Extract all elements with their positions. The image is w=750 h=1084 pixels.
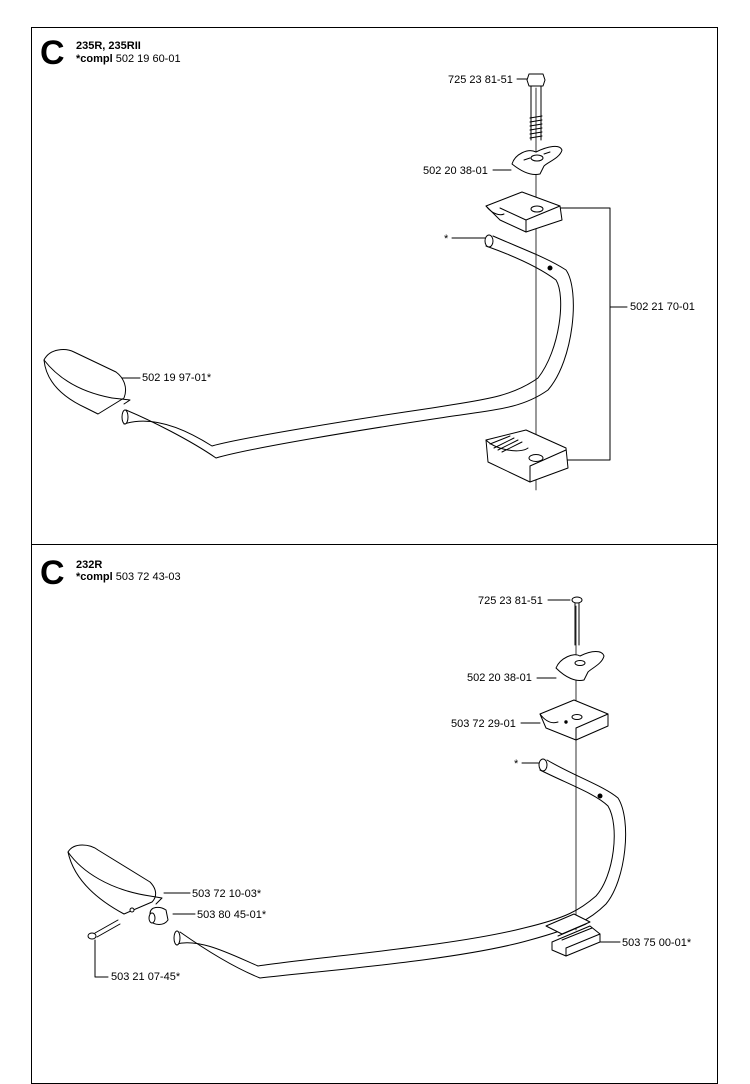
part-label-handle-marker: * (444, 233, 449, 245)
compl-number: 502 19 60-01 (115, 53, 181, 65)
section-models: 235R, 235RII (76, 40, 141, 52)
part-label-wing-knob: 502 20 38-01 (467, 672, 532, 684)
part-label-bushing: 503 80 45-01* (197, 909, 267, 921)
part-label-wing-knob: 502 20 38-01 (423, 165, 488, 177)
handle-tube-icon (121, 234, 574, 459)
part-label-clamp-set: 502 21 70-01 (630, 301, 695, 313)
section-compl: *compl 502 19 60-01 (76, 53, 181, 65)
part-label-handle-marker: * (514, 758, 519, 770)
section-compl: *compl 503 72 43-03 (76, 571, 181, 583)
section-letter: C (40, 34, 65, 72)
part-label-upper-clamp: 503 72 29-01 (451, 718, 516, 730)
bolt-icon (526, 73, 546, 141)
lower-clamp-icon (485, 429, 569, 483)
lower-clamp-icon (545, 913, 601, 957)
bushing-icon (148, 906, 169, 925)
bracket-line (559, 207, 611, 461)
part-label-lower-clamp: 503 75 00-01* (622, 937, 692, 949)
wing-knob-icon (511, 145, 563, 175)
handle-tube-icon (173, 758, 627, 979)
section-letter: C (40, 554, 65, 592)
wing-knob-icon (555, 651, 605, 681)
section-models: 232R (76, 559, 103, 571)
part-label-screw: 503 21 07-45* (111, 971, 181, 983)
upper-clamp-icon (539, 699, 609, 741)
diagram-panel-235r (31, 27, 718, 545)
screw-icon (87, 919, 121, 940)
compl-prefix: *compl (76, 571, 113, 583)
part-label-grip: 502 19 97-01* (142, 372, 212, 384)
grip-icon (43, 349, 131, 415)
leader-line (94, 939, 109, 978)
compl-prefix: *compl (76, 53, 113, 65)
upper-clamp-icon (485, 191, 563, 233)
part-label-bolt: 725 23 81-51 (448, 74, 513, 86)
part-label-bolt: 725 23 81-51 (478, 595, 543, 607)
bolt-icon (571, 596, 583, 646)
diagram-panel-232r (31, 544, 718, 1084)
grip-icon (67, 844, 163, 915)
part-label-grip: 503 72 10-03* (192, 888, 262, 900)
compl-number: 503 72 43-03 (115, 571, 181, 583)
